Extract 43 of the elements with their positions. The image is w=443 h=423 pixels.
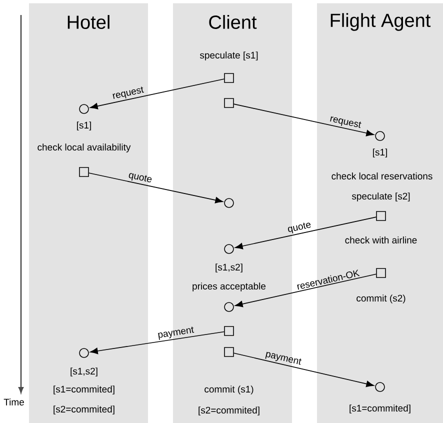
edge-label: quote (288, 222, 311, 234)
state-circle (224, 302, 234, 312)
state-caption: [s1] (373, 148, 387, 158)
state-square (376, 268, 386, 278)
message-arrow (234, 216, 376, 250)
state-square (224, 73, 234, 83)
state-square (224, 98, 234, 108)
state-square (79, 167, 89, 177)
state-caption: [s1] (77, 122, 91, 130)
state-caption: speculate [s2] (352, 192, 410, 202)
message-arrow (234, 274, 376, 308)
state-caption: check local reservations (332, 172, 432, 180)
state-circle (224, 244, 234, 254)
state-caption: commit (s1) (204, 386, 254, 394)
message-arrow (234, 352, 374, 388)
state-caption: [s1,s2] (216, 264, 242, 272)
state-circle (224, 198, 234, 208)
edge-label: payment (158, 326, 194, 340)
message-arrow (88, 172, 224, 204)
state-caption: [s1,s2] (70, 368, 98, 376)
state-caption: commit (s2) (356, 294, 406, 304)
state-caption: [s2=commited] (54, 406, 114, 414)
state-caption: speculate [s1] (200, 52, 258, 60)
state-caption: [s1=commited] (350, 404, 410, 414)
edge-label: payment (265, 352, 302, 365)
edge-label: request (112, 86, 144, 99)
state-square (376, 211, 386, 221)
state-caption: [s2=commited] (198, 406, 260, 416)
state-caption: prices acceptable (192, 282, 266, 292)
state-circle (79, 348, 89, 358)
message-arrow (234, 104, 374, 136)
state-circle (79, 104, 89, 114)
state-circle (375, 382, 385, 392)
message-arrow (90, 331, 224, 354)
state-caption: check local availability (38, 144, 131, 152)
state-square (224, 326, 234, 336)
message-arrow (90, 78, 224, 110)
edge-label: request (330, 116, 362, 128)
state-circle (375, 131, 385, 141)
state-square (224, 347, 234, 357)
state-caption: check with airline (345, 236, 417, 244)
axis-label: Time (4, 398, 24, 406)
state-caption: [s1=commited] (54, 386, 114, 394)
